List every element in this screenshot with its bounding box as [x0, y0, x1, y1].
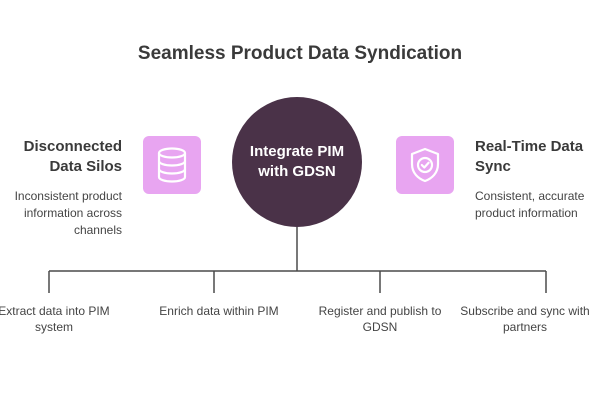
shield-check-icon [410, 147, 440, 183]
step-1-line-2: system [34, 320, 73, 334]
center-label-line-2: with GDSN [258, 163, 336, 180]
right-description-line-1: Consistent, accurate [475, 189, 585, 203]
step-3-line-2: GDSN [362, 320, 398, 334]
right-heading-line-2: Sync [475, 158, 511, 175]
left-description: Inconsistent product information across … [0, 188, 122, 239]
left-description-line-1: Inconsistent product [14, 189, 122, 203]
step-2-line-1: Enrich data within PIM [159, 304, 279, 318]
right-heading-line-1: Real-Time Data [475, 138, 584, 155]
step-4-line-1: Subscribe and sync with [460, 304, 590, 318]
step-1-line-1: Extract data into PIM [0, 304, 110, 318]
database-icon-box [143, 136, 201, 194]
left-heading: Disconnected Data Silos [0, 137, 122, 177]
center-step-circle: Integrate PIM with GDSN [232, 97, 362, 227]
step-3-line-1: Register and publish to [318, 304, 442, 318]
left-heading-line-1: Disconnected [23, 138, 122, 155]
step-3-label: Register and publish to GDSN [305, 303, 455, 335]
left-heading-line-2: Data Silos [49, 158, 122, 175]
shield-icon-box [396, 136, 454, 194]
left-description-line-2: information across [23, 206, 122, 220]
center-label-line-1: Integrate PIM [249, 143, 345, 160]
right-description: Consistent, accurate product information [475, 188, 600, 222]
step-4-label: Subscribe and sync with partners [450, 303, 600, 335]
database-icon [157, 147, 187, 183]
step-2-label: Enrich data within PIM [144, 303, 294, 319]
diagram-title: Seamless Product Data Syndication [137, 43, 463, 64]
step-4-line-2: partners [502, 320, 548, 334]
step-1-label: Extract data into PIM system [0, 303, 129, 335]
left-description-line-3: channels [73, 223, 122, 237]
right-description-line-2: product information [475, 206, 578, 220]
center-label: Integrate PIM with GDSN [245, 142, 349, 182]
right-heading: Real-Time Data Sync [475, 137, 600, 177]
